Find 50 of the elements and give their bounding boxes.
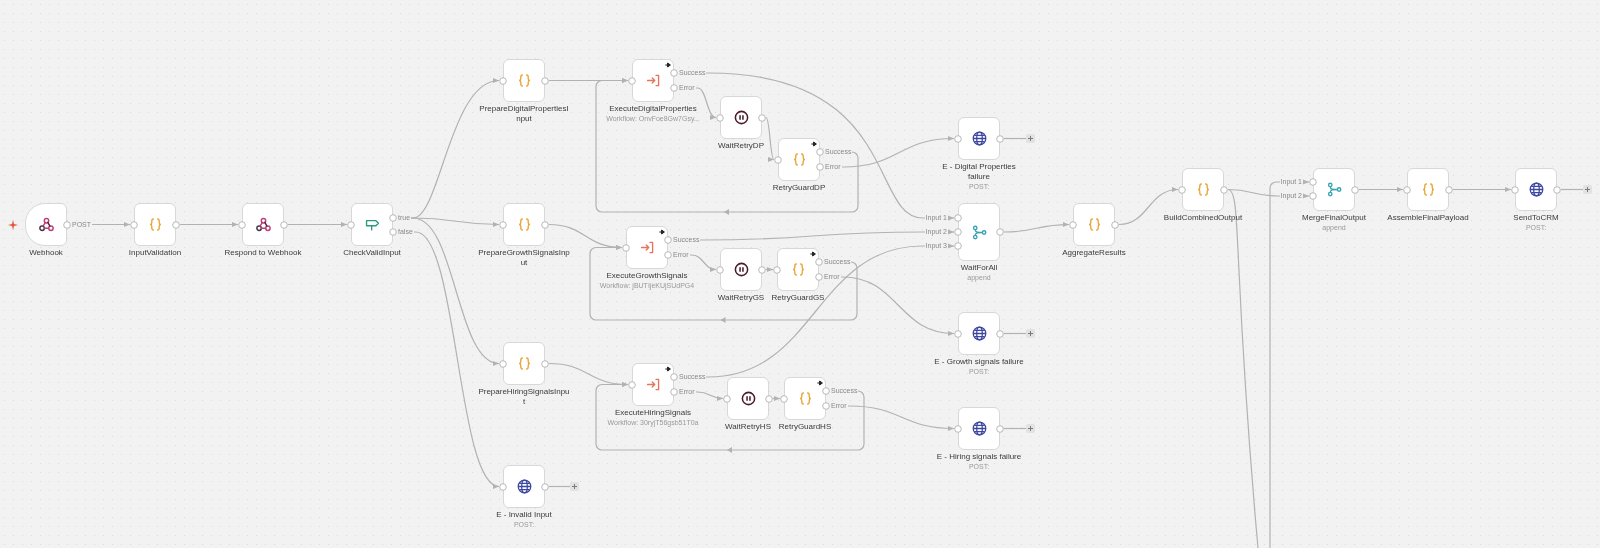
node-label: WaitForAll xyxy=(960,263,998,273)
node-label: CheckValidInput xyxy=(343,248,401,258)
connector xyxy=(772,396,781,401)
loop-connector xyxy=(595,78,859,215)
node-label: E - Digital Properties failure xyxy=(941,162,1017,182)
connector xyxy=(179,222,239,227)
loop-connector xyxy=(589,245,858,323)
node-label: AssembleFinalPayload xyxy=(1387,213,1469,223)
connector xyxy=(1358,187,1404,192)
node-label: SendToCRM xyxy=(1513,213,1559,223)
node-label: WaitRetryHS xyxy=(725,422,771,432)
plus-icon xyxy=(1026,134,1035,143)
node-label: WaitRetryGS xyxy=(717,293,765,303)
node-label: WaitRetryDP xyxy=(718,141,764,151)
node-label: AggregateResults xyxy=(1062,248,1126,258)
node-label: ExecuteDigitalProperties xyxy=(609,104,697,114)
node-label: ExecuteGrowthSignals xyxy=(606,271,688,281)
plus-icon xyxy=(1026,424,1035,433)
plus-icon xyxy=(1026,329,1035,338)
node-label: RetryGuardDP xyxy=(772,183,826,193)
node-label: E - Growth signals failure xyxy=(934,357,1024,367)
connector xyxy=(1003,332,1027,335)
plus-icon xyxy=(570,482,579,491)
connector xyxy=(1118,187,1179,226)
plus-icon xyxy=(1583,185,1592,194)
node-label: RetryGuardHS xyxy=(778,422,832,432)
connector xyxy=(1560,188,1584,191)
connector xyxy=(765,267,774,272)
connector xyxy=(1227,188,1259,548)
connector xyxy=(287,222,348,227)
connector xyxy=(765,116,775,161)
node-label: MergeFinalOutput xyxy=(1302,213,1366,223)
connector xyxy=(1003,222,1070,233)
node-label: Respond to Webhook xyxy=(224,248,302,258)
node-label: PrepareGrowthSignalsInput xyxy=(478,248,570,268)
node-label: Webhook xyxy=(29,248,63,258)
node-label: RetryGuardGS xyxy=(771,293,825,303)
node-label: PrepareHiringSignalsInput xyxy=(478,387,570,407)
connector xyxy=(1003,137,1027,140)
node-label: E - Invalid Input xyxy=(496,510,552,520)
connector xyxy=(548,485,571,488)
connector xyxy=(1269,179,1310,548)
node-label: E - Hiring signals failure xyxy=(936,452,1022,462)
node-label: BuildCombinedOutput xyxy=(1163,213,1243,223)
connector xyxy=(1003,427,1027,430)
node-label: PrepareDigitalPropertiesInput xyxy=(478,104,570,124)
node-label: InputValidation xyxy=(128,248,182,258)
node-label: ExecuteHiringSignals xyxy=(614,408,691,418)
connector xyxy=(1452,187,1512,192)
loop-connector xyxy=(595,382,865,453)
